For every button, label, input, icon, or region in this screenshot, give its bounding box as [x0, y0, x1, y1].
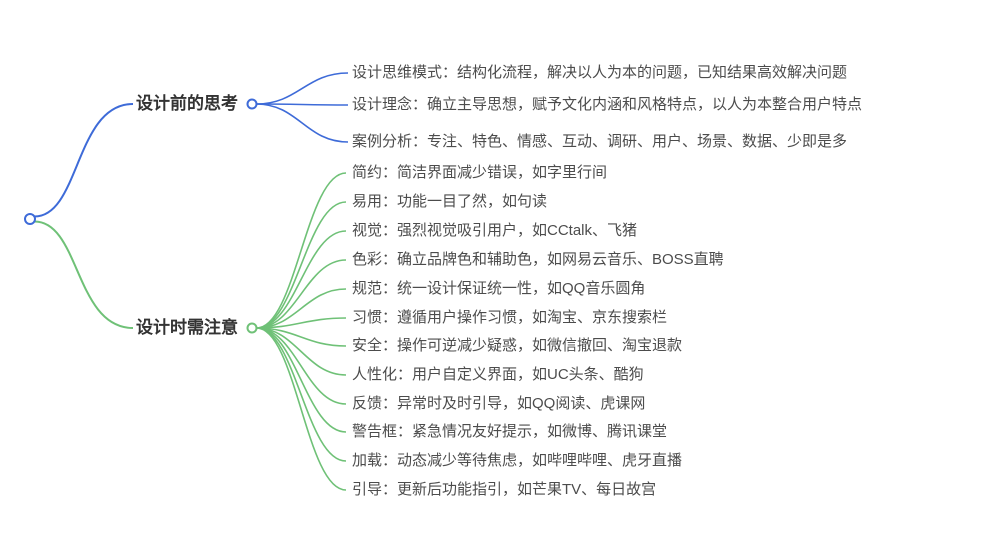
mindmap-child-node[interactable]: 习惯：遵循用户操作习惯，如淘宝、京东搜索栏 [352, 309, 668, 326]
root-node-circle[interactable] [24, 213, 36, 225]
connector-root-to-branch1 [34, 103, 134, 218]
connector-branch2-child12 [256, 327, 347, 491]
connector-branch2-child5 [256, 288, 347, 329]
mindmap-child-node[interactable]: 案例分析：专注、特色、情感、互动、调研、用户、场景、数据、少即是多 [352, 133, 848, 150]
mindmap-child-node[interactable]: 设计思维模式：结构化流程，解决以人为本的问题，已知结果高效解决问题 [352, 64, 848, 81]
mindmap-child-node[interactable]: 反馈：异常时及时引导，如QQ阅读、虎课网 [352, 395, 646, 412]
branch1-toggle-circle[interactable] [246, 98, 258, 110]
connector-branch2-child9 [256, 327, 347, 405]
connector-branch1-child1 [256, 72, 349, 105]
mindmap-child-node[interactable]: 易用：功能一目了然，如句读 [352, 193, 548, 210]
mindmap-child-node[interactable]: 人性化：用户自定义界面，如UC头条、酷狗 [352, 366, 644, 383]
connector-branch2-child2 [256, 201, 347, 329]
mindmap-child-node[interactable]: 加载：动态减少等待焦虑，如哔哩哔哩、虎牙直播 [352, 452, 683, 469]
branch-node-design-thinking-before[interactable]: 设计前的思考 [136, 94, 238, 113]
connector-branch2-child11 [256, 327, 347, 462]
connector-branch2-child7 [256, 327, 347, 347]
connector-root-to-branch2 [34, 220, 134, 329]
connector-branch2-child3 [256, 230, 347, 329]
mindmap-child-node[interactable]: 简约：简洁界面减少错误，如字里行间 [352, 164, 608, 181]
mindmap-child-node[interactable]: 视觉：强烈视觉吸引用户，如CCtalk、飞猪 [352, 222, 638, 239]
mindmap-child-node[interactable]: 安全：操作可逆减少疑惑，如微信撤回、淘宝退款 [352, 337, 683, 354]
mindmap-child-node[interactable]: 警告框：紧急情况友好提示，如微博、腾讯课堂 [352, 423, 668, 440]
connector-branch1-child3 [256, 103, 349, 143]
connector-branch2-child10 [256, 327, 347, 433]
branch2-toggle-circle[interactable] [246, 322, 258, 334]
connector-branch2-child4 [256, 259, 347, 329]
mindmap-child-node[interactable]: 引导：更新后功能指引，如芒果TV、每日故宫 [352, 481, 657, 498]
connector-branch1-child2 [256, 103, 349, 106]
mindmap-child-node[interactable]: 设计理念：确立主导思想，赋予文化内涵和风格特点，以人为本整合用户特点 [352, 96, 863, 113]
mindmap-child-node[interactable]: 规范：统一设计保证统一性，如QQ音乐圆角 [352, 280, 646, 297]
connector-branch2-child1 [256, 172, 347, 329]
mindmap-child-node[interactable]: 色彩：确立品牌色和辅助色，如网易云音乐、BOSS直聘 [352, 251, 724, 268]
branch-node-design-attention[interactable]: 设计时需注意 [136, 318, 238, 337]
